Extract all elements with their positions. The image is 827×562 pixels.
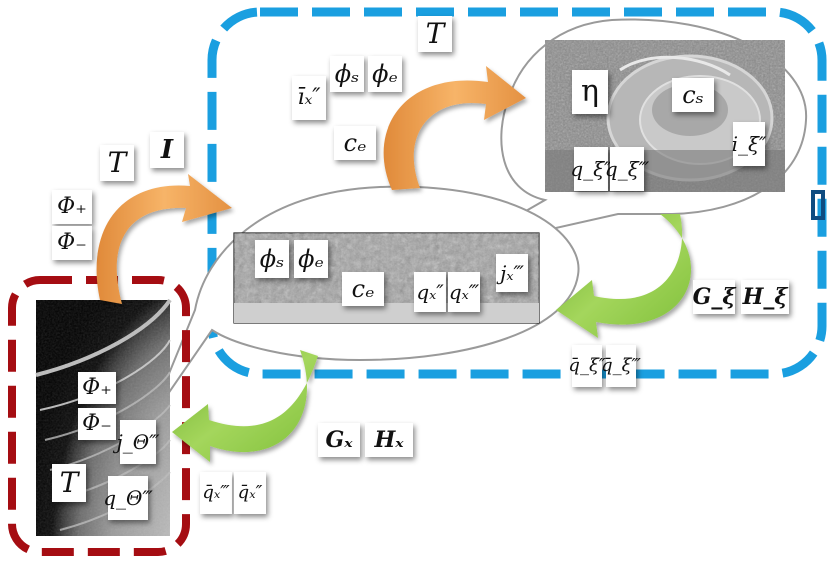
- label-q-x-triple: qₓ‴: [448, 272, 480, 312]
- edge-fragment: [811, 190, 825, 220]
- orange-arrow-electrode-to-particle: [383, 66, 526, 190]
- green-arrow-electrode-to-cell: [172, 350, 318, 462]
- label-j-x-triple: jₓ‴: [496, 254, 528, 292]
- green-arrow-particle-to-electrode: [556, 214, 692, 338]
- label-T-left: T: [100, 145, 134, 181]
- label-H-x: Hₓ: [365, 423, 413, 457]
- label-q-x-double: qₓ″: [414, 272, 446, 312]
- label-q-xi-bar-double: q̄_ξ″: [568, 345, 606, 387]
- label-T-macro: T: [418, 16, 452, 52]
- label-j-theta: j_Θ‴: [117, 420, 160, 464]
- label-phi-s-electrode: ϕₛ: [255, 240, 289, 278]
- label-i-x-bar: īₓ″: [292, 76, 326, 120]
- label-q-x-bar-triple: q̄ₓ‴: [200, 472, 232, 514]
- label-i-xi: i_ξ″: [732, 122, 766, 166]
- label-phi-minus-top: Φ₋: [52, 226, 92, 260]
- label-c-e-electrode: cₑ: [342, 272, 384, 306]
- label-G-xi: G_ξ: [693, 280, 735, 314]
- label-H-xi: H_ξ: [741, 280, 789, 314]
- label-phi-plus-cell: Φ₊: [78, 372, 116, 404]
- label-c-s: cₛ: [672, 78, 714, 112]
- label-phi-minus-cell: Φ₋: [78, 408, 116, 440]
- label-q-xi-triple: q_ξ‴: [605, 147, 649, 191]
- label-q-theta: q_Θ‴: [103, 476, 153, 520]
- label-q-xi-double: q_ξ″: [570, 147, 612, 191]
- label-q-xi-bar-triple: q̄_ξ‴: [601, 345, 641, 387]
- label-phi-e-macro: ϕₑ: [368, 56, 402, 92]
- label-I: I: [150, 132, 184, 168]
- label-T-cell: T: [52, 464, 86, 502]
- label-phi-s-macro: ϕₛ: [330, 56, 364, 92]
- orange-arrow-cell-to-electrode: [96, 174, 232, 304]
- label-G-x: Gₓ: [318, 423, 360, 457]
- label-phi-plus-top: Φ₊: [52, 190, 92, 224]
- label-phi-e-electrode: ϕₑ: [294, 240, 328, 278]
- label-eta: η: [572, 70, 608, 114]
- label-q-x-bar-double: q̄ₓ″: [234, 472, 266, 514]
- label-c-e-macro: cₑ: [334, 126, 376, 160]
